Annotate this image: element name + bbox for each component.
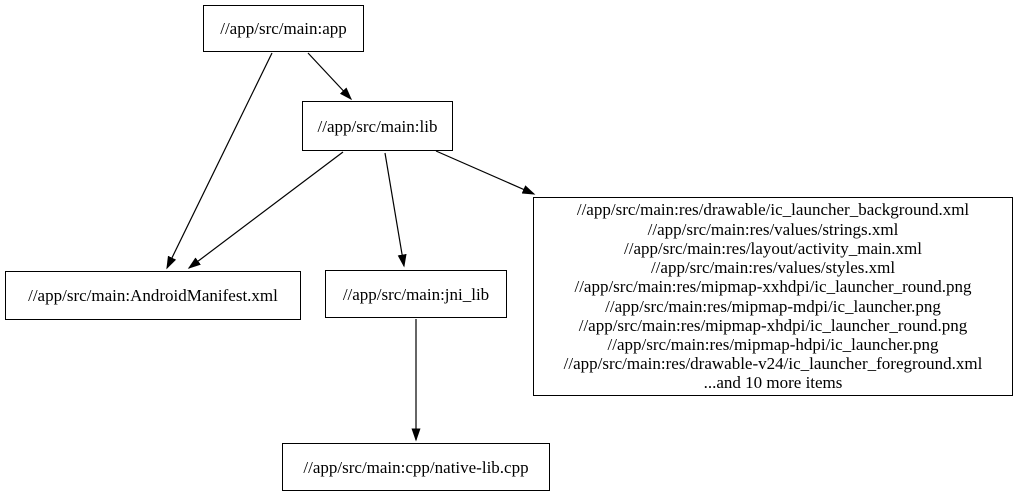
resource-line: //app/src/main:res/mipmap-xhdpi/ic_launc… [578,315,968,335]
edge-lib-to-resources [435,150,536,195]
edge-lib-to-android-manifest [187,151,344,269]
node-lib-label: //app/src/main:lib [317,116,438,136]
node-native-lib-cpp-label: //app/src/main:cpp/native-lib.cpp [303,457,529,477]
node-app-label: //app/src/main:app [220,19,347,38]
node-jni-lib: //app/src/main:jni_lib [325,270,507,318]
resource-line: //app/src/main:res/drawable-v24/ic_launc… [563,354,983,374]
resource-line-more-items: ...and 10 more items [703,373,843,393]
resource-line: //app/src/main:res/mipmap-hdpi/ic_launch… [607,334,939,354]
resource-line: //app/src/main:res/drawable/ic_launcher_… [576,200,970,220]
resource-line: //app/src/main:res/mipmap-mdpi/ic_launch… [605,296,941,316]
edge-app-to-android-manifest [166,52,273,270]
node-android-manifest-label: //app/src/main:AndroidManifest.xml [28,286,278,305]
resource-line: //app/src/main:res/values/strings.xml [647,219,899,239]
node-resources-group: //app/src/main:res/drawable/ic_launcher_… [533,197,1013,396]
edge-lib-to-jni-lib [384,152,407,268]
node-app: //app/src/main:app [203,5,364,52]
node-jni-lib-label: //app/src/main:jni_lib [342,284,490,304]
node-native-lib-cpp: //app/src/main:cpp/native-lib.cpp [282,443,550,491]
edge-app-to-lib [307,52,353,101]
resource-line: //app/src/main:res/mipmap-xxhdpi/ic_laun… [574,277,972,297]
node-android-manifest: //app/src/main:AndroidManifest.xml [5,271,301,320]
node-lib: //app/src/main:lib [302,101,453,151]
resource-line: //app/src/main:res/layout/activity_main.… [624,238,922,258]
resource-line: //app/src/main:res/values/styles.xml [650,258,896,278]
